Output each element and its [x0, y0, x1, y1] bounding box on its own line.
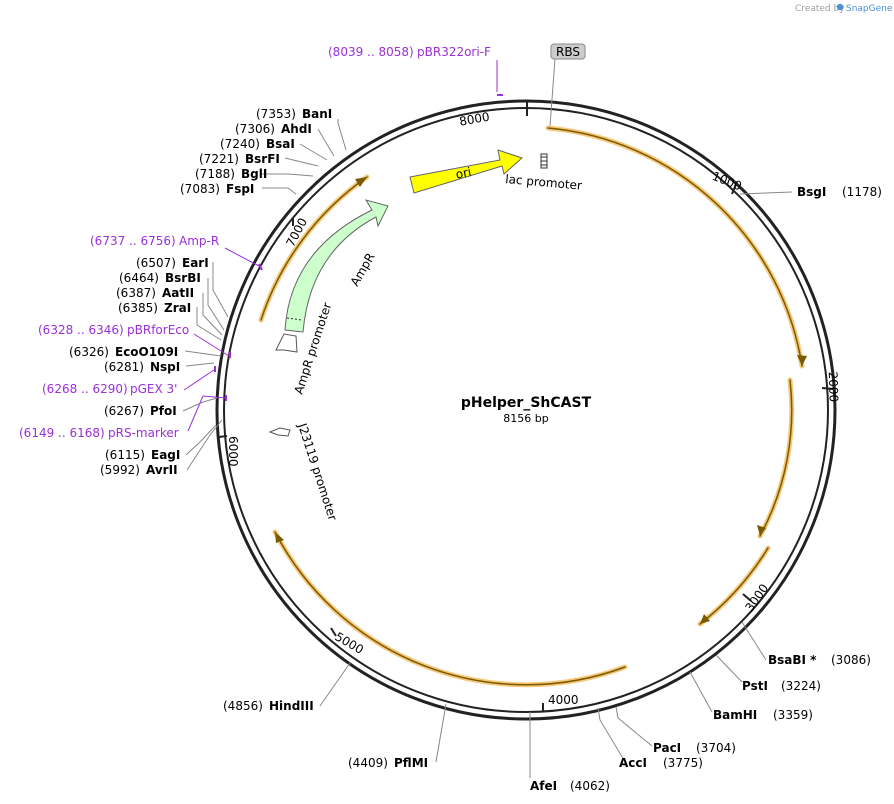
enzyme-name: ZraI: [164, 301, 191, 315]
enzyme-position: (5992): [100, 463, 140, 477]
enzyme-leaders-right: [319, 191, 793, 778]
enzyme-position: (6281): [104, 360, 144, 374]
enzyme-name: BsgI: [797, 185, 826, 199]
enzyme-position: (4062): [570, 779, 610, 793]
j23119-arrow-icon: [268, 427, 291, 437]
lac-promoter-marker: [540, 153, 548, 169]
primer-range: (6328 .. 6346): [38, 323, 124, 337]
enzyme-name: NspI: [150, 360, 180, 374]
enzyme-position: (7353): [256, 107, 296, 121]
enzyme-name: EcoO109I: [115, 345, 178, 359]
enzyme-position: (3359): [773, 708, 813, 722]
enzyme-position: (3704): [696, 741, 736, 755]
enzyme-name: BglI: [241, 167, 267, 181]
ampr-label: AmpR: [348, 251, 378, 289]
enzyme-name: BsrBI: [165, 271, 201, 285]
enzyme-name: PacI: [653, 741, 681, 755]
credit-prefix: Created by: [795, 4, 845, 14]
rbs-leader: [549, 58, 556, 127]
enzyme-name: BsrFI: [245, 152, 280, 166]
enzyme-name: BsaI: [266, 137, 295, 151]
primer-name: pBRforEco: [127, 323, 189, 337]
enzyme-position: (6464): [119, 271, 159, 285]
ampr-promoter-arrow-icon: [275, 333, 298, 353]
enzyme-position: (6387): [116, 286, 156, 300]
enzyme-name: BanI: [302, 107, 332, 121]
enzyme-name: EagI: [151, 448, 180, 462]
enzyme-position: (7083): [180, 182, 220, 196]
tick-4000: 4000: [548, 693, 579, 707]
enzyme-leaders-left: [182, 119, 347, 471]
tick-2000: 2000: [826, 371, 841, 402]
plasmid-length: 8156 bp: [503, 412, 548, 425]
orf-arcs: [258, 125, 807, 688]
primer-name: Amp-R: [179, 234, 219, 248]
ori-label: ori: [454, 165, 472, 182]
tick-marks: [218, 101, 834, 711]
enzyme-name: AfeI: [530, 779, 557, 793]
enzyme-position: (6507): [136, 256, 176, 270]
rbs-label: RBS: [556, 45, 580, 59]
primer-markers: [183, 60, 503, 432]
enzyme-position: (3775): [663, 756, 703, 770]
enzyme-position: (4856): [223, 699, 263, 713]
enzyme-name: AvrII: [146, 463, 178, 477]
enzyme-name: BsaBI *: [768, 653, 817, 667]
ampr-divider: [286, 317, 303, 321]
credit-brand: SnapGene: [846, 4, 893, 14]
enzyme-name: AhdI: [281, 122, 312, 136]
primer-name: pRS-marker: [108, 426, 179, 440]
enzyme-position: (6267): [104, 404, 144, 418]
primer-range: (6737 .. 6756): [90, 234, 176, 248]
primer-name: pBR322ori-F: [417, 45, 491, 59]
primer-range: (8039 .. 8058): [328, 45, 414, 59]
enzyme-position: (6115): [105, 448, 145, 462]
enzyme-name: AccI: [619, 756, 647, 770]
enzyme-position: (7221): [199, 152, 239, 166]
enzyme-name: PflMI: [394, 756, 428, 770]
enzyme-name: AatII: [162, 286, 194, 300]
plasmid-name: pHelper_ShCAST: [461, 395, 592, 411]
enzyme-position: (6385): [118, 301, 158, 315]
primer-range: (6268 .. 6290): [42, 382, 128, 396]
enzyme-position: (6326): [69, 345, 109, 359]
enzyme-name: FspI: [226, 182, 254, 196]
enzyme-position: (7188): [195, 167, 235, 181]
lac-promoter-label: lac promoter: [505, 172, 583, 193]
enzyme-name: PfoI: [150, 404, 177, 418]
enzyme-name: EarI: [182, 256, 209, 270]
tick-1000: 1000: [710, 169, 744, 193]
tick-6000: 6000: [226, 436, 240, 467]
enzyme-name: PstI: [742, 679, 768, 693]
enzyme-position: (4409): [348, 756, 388, 770]
enzyme-position: (1178): [842, 185, 882, 199]
rbs-badge: [550, 43, 586, 60]
primer-range: (6149 .. 6168): [19, 426, 105, 440]
enzyme-position: (7240): [220, 137, 260, 151]
ori-feature: [409, 149, 523, 194]
enzyme-position: (3086): [831, 653, 871, 667]
enzyme-name: BamHI: [713, 708, 757, 722]
enzyme-position: (7306): [235, 122, 275, 136]
j23119-label: J23119 promoter: [295, 421, 340, 523]
primer-name: pGEX 3': [130, 382, 177, 396]
snapgene-logo-icon: [836, 3, 844, 11]
tick-8000: 8000: [458, 110, 491, 129]
enzyme-position: (3224): [781, 679, 821, 693]
enzyme-name: HindIII: [269, 699, 314, 713]
